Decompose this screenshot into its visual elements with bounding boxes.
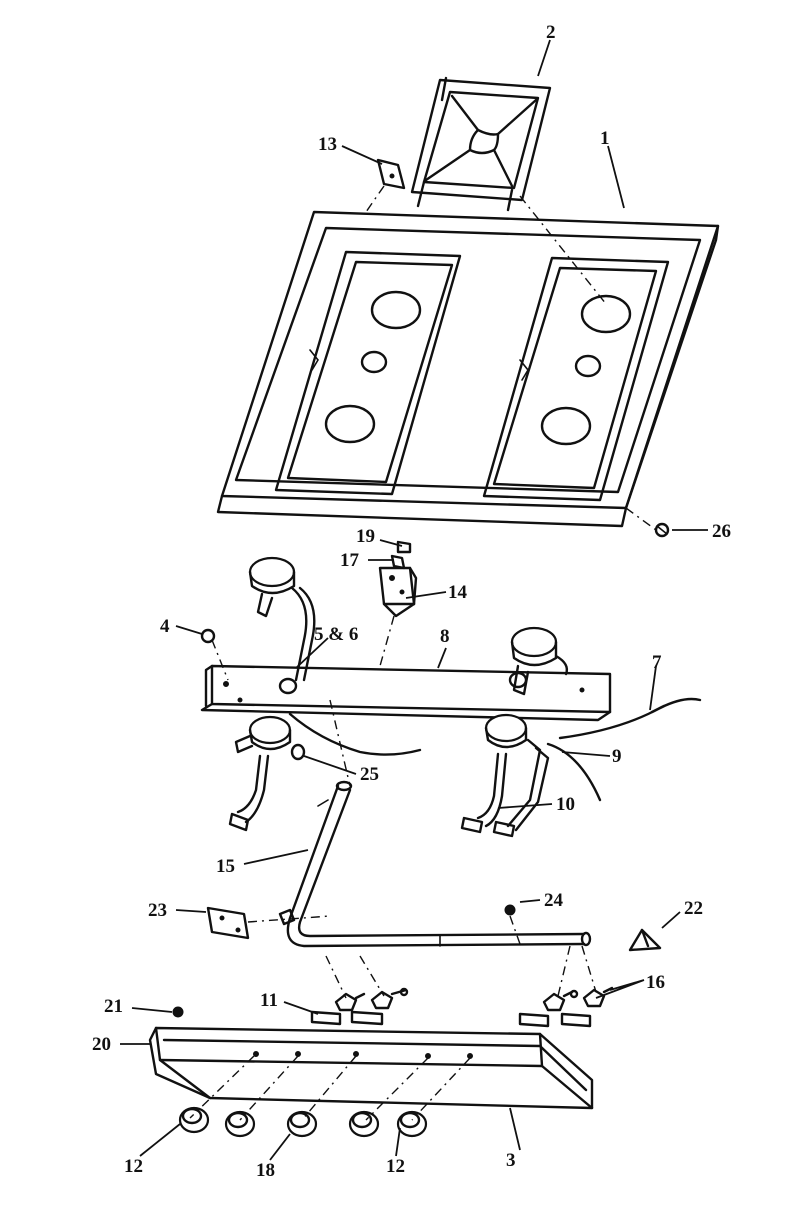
control-panel-20 [148,1026,594,1110]
cooktop [216,210,720,528]
bracket-23 [206,906,296,940]
electrode-9 [546,742,602,802]
callout-25: 25 [360,764,379,785]
clip-13 [376,158,406,190]
callout-19: 19 [356,526,375,547]
callout-9: 9 [612,746,622,767]
clip-22 [628,928,662,952]
callout-2: 2 [546,22,556,43]
screw-4 [200,628,216,644]
callout-26: 26 [712,521,731,542]
burner-left-front [228,715,292,832]
callout-labels: 2 1 13 26 19 17 14 4 5 & 6 8 7 9 25 10 1… [92,22,731,1181]
regulator-14 [378,566,418,618]
orifice-25 [290,743,306,761]
callout-12-right: 12 [386,1156,405,1177]
callout-11: 11 [260,990,278,1011]
burner-grate [410,76,552,212]
callout-4: 4 [160,616,170,637]
burner-right-front [460,713,550,838]
callout-16: 16 [646,972,665,993]
callout-17: 17 [340,550,360,571]
brackets-11 [310,1010,592,1028]
callout-23: 23 [148,900,167,921]
ignitor-wire-7 [558,697,702,740]
knobs [178,1106,428,1138]
callout-18: 18 [256,1160,275,1181]
screw-17 [390,554,406,570]
valves-16 [334,986,614,1012]
callout-1: 1 [600,128,610,149]
manifold-pipe-15 [286,780,592,948]
callout-20: 20 [92,1034,111,1055]
callout-10: 10 [556,794,575,815]
clip-19 [396,540,412,554]
leader-lines [120,39,708,1161]
screw-24 [504,904,516,916]
callout-14: 14 [448,582,468,603]
callout-12-left: 12 [124,1156,143,1177]
burner-right-rear [510,626,569,696]
burner-left-rear [248,556,316,682]
callout-5-6: 5 & 6 [314,624,358,645]
air-shutter-5-6 [278,671,528,695]
callout-15: 15 [216,856,235,877]
callout-3: 3 [506,1150,516,1171]
callout-13: 13 [318,134,337,155]
wire-left [288,712,422,756]
callout-7: 7 [652,652,662,673]
callout-8: 8 [440,626,450,647]
callout-24: 24 [544,890,564,911]
alignment-lines [189,185,657,1121]
manifold-bracket-8 [200,664,612,722]
screw-21 [172,1006,184,1018]
callout-22: 22 [684,898,703,919]
screw-26 [654,522,670,538]
callout-21: 21 [104,996,123,1017]
